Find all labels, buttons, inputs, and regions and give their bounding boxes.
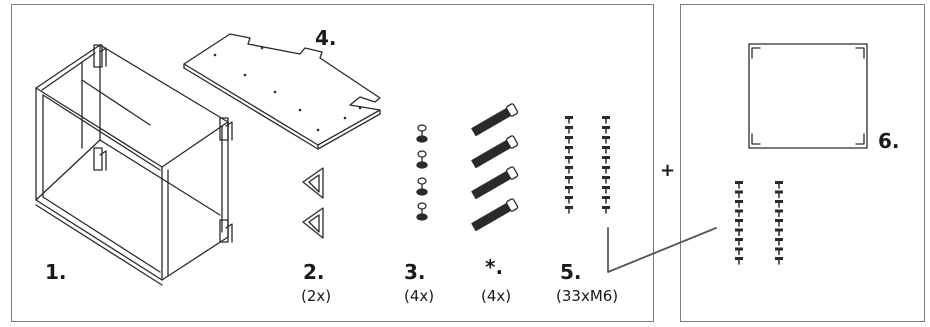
cabinet-frame-drawing [35,44,233,286]
part-6-number: 6. [878,129,900,153]
connector-line [607,227,717,273]
leveling-feet-drawing [416,124,428,221]
part-4-number: 4. [315,26,337,50]
back-panel-drawing [748,43,868,149]
main-parts-panel [11,4,654,322]
part-2-number: 2. [303,260,325,284]
top-plate-drawing [183,33,381,150]
part-5-quantity: (33xM6) [556,287,619,305]
part-star-number: *. [485,255,504,279]
part-1-number: 1. [45,260,67,284]
plus-sign: + [660,160,676,181]
part-star-quantity: (4x) [481,287,512,305]
additional-parts-panel [680,4,925,322]
part-5-number: 5. [560,260,582,284]
part-2-quantity: (2x) [301,287,332,305]
screws-drawing-extra [735,181,783,265]
corner-brackets-drawing [302,167,324,239]
part-3-quantity: (4x) [404,287,435,305]
part-3-number: 3. [404,260,426,284]
screws-drawing [565,116,610,214]
optional-bolts-drawing [471,103,519,232]
